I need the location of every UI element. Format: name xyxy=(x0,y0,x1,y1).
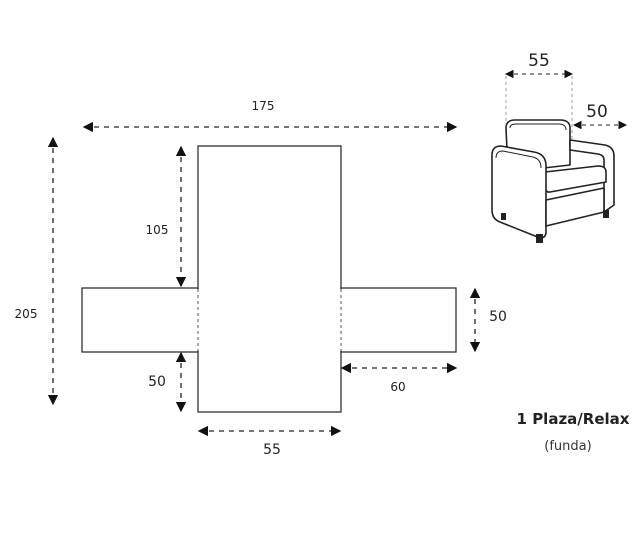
chair-leg xyxy=(536,234,543,243)
label-seat-width: 55 xyxy=(263,442,281,458)
pattern-left-arm xyxy=(81,287,199,353)
chair-label-arm: 50 xyxy=(586,102,608,122)
chair-leg xyxy=(603,210,609,218)
dimension-lines xyxy=(47,121,481,437)
chair-seat xyxy=(544,165,607,193)
pattern-seams xyxy=(197,289,342,351)
label-total-height: 205 xyxy=(15,307,38,321)
label-arm-height: 50 xyxy=(489,309,507,325)
armchair-illustration xyxy=(491,119,615,243)
chair-dimension-lines xyxy=(504,69,628,140)
chair-label-width: 55 xyxy=(528,51,550,71)
cover-pattern-outline xyxy=(81,145,457,413)
product-title: 1 Plaza/Relax xyxy=(517,410,630,428)
label-arm-depth: 60 xyxy=(390,380,405,394)
label-back-height: 105 xyxy=(146,223,169,237)
product-subtitle: (funda) xyxy=(544,439,591,454)
pattern-right-arm xyxy=(340,287,457,353)
label-seat-front: 50 xyxy=(148,374,166,390)
pattern-center-panel xyxy=(197,145,342,413)
chair-base xyxy=(545,187,605,227)
chair-leg xyxy=(501,213,506,220)
label-total-width: 175 xyxy=(252,99,275,113)
